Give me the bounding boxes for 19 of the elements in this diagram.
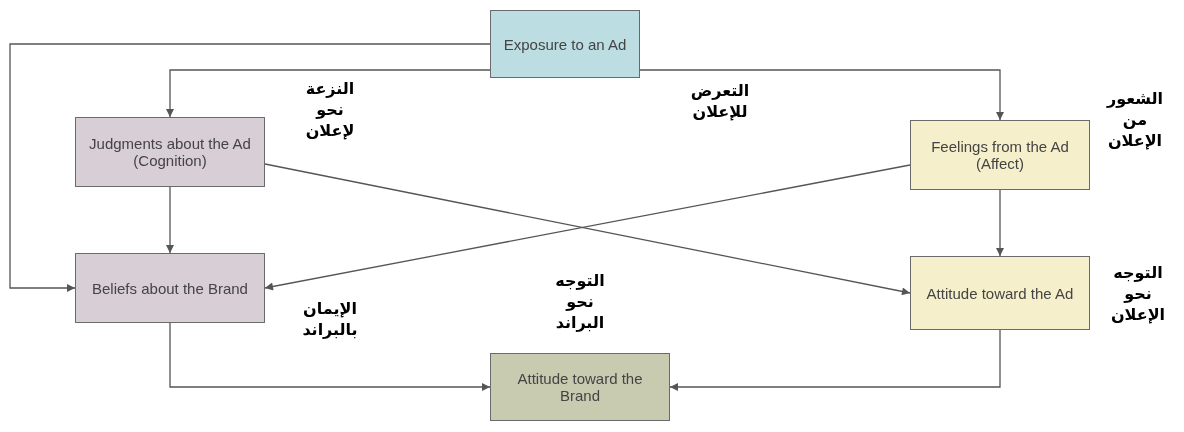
process-box: Exposure to an Ad (490, 10, 640, 78)
side-label: التعرض للإعلان (689, 80, 751, 122)
side-label: الشعور من الإعلان (1105, 88, 1164, 151)
process-box: Attitude toward the Brand (490, 353, 670, 421)
arrow (669, 329, 1001, 391)
side-label: التوجه نحو الإعلان (1109, 262, 1167, 325)
process-box: Feelings from the Ad (Affect) (910, 120, 1090, 190)
arrow (166, 186, 174, 254)
side-label: الإيمان بالبراند (301, 298, 359, 340)
process-box: Beliefs about the Brand (75, 253, 265, 323)
side-label: النزعة نحو لإعلان (304, 78, 356, 141)
arrow (639, 69, 1004, 121)
arrow (996, 189, 1004, 257)
arrow (9, 43, 491, 292)
process-box: Judgments about the Ad (Cognition) (75, 117, 265, 187)
arrow (169, 322, 491, 391)
process-box: Attitude toward the Ad (910, 256, 1090, 330)
arrow (166, 69, 491, 118)
side-label: التوجه نحو البراند (554, 270, 606, 333)
